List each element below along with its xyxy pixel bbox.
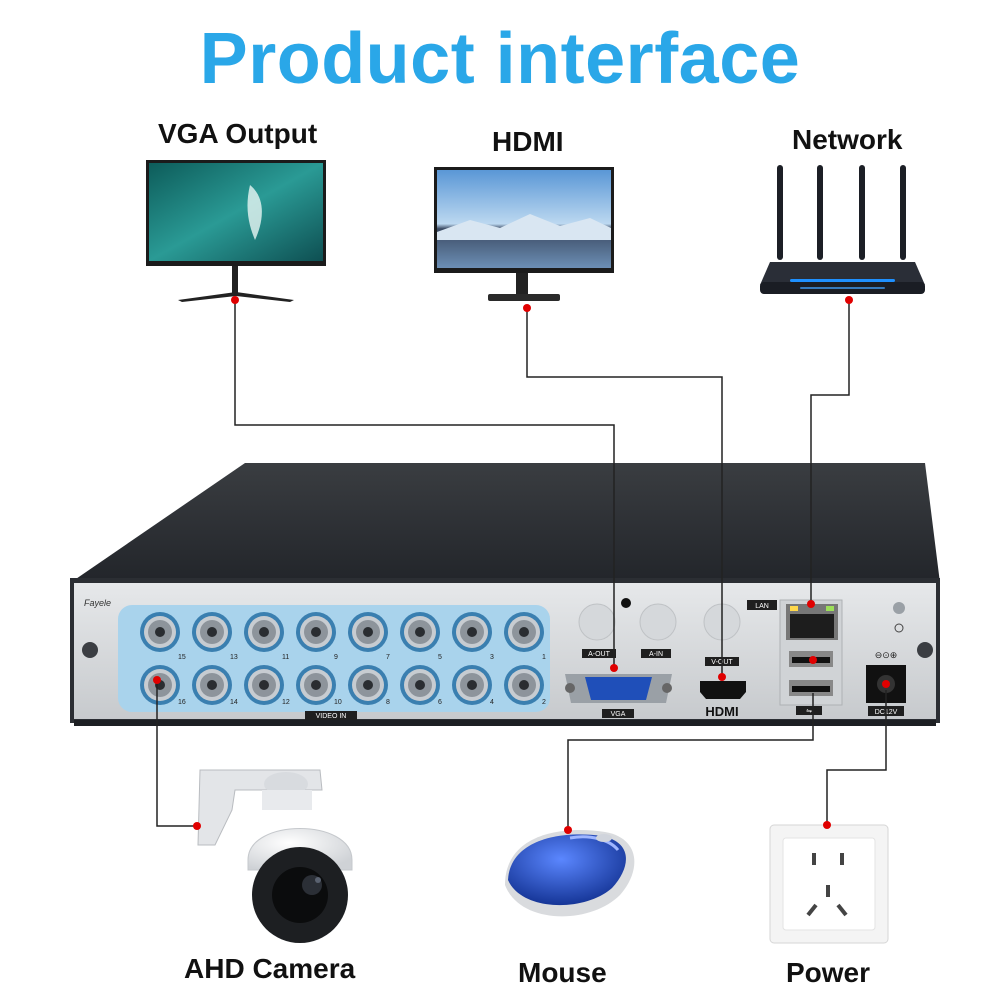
bnc-number-label: 14 (230, 699, 238, 706)
bnc-number-label: 11 (282, 654, 289, 661)
bnc-number-label: 12 (282, 699, 290, 706)
bnc-number-label: 2 (542, 699, 546, 706)
a-in-label: A-IN (649, 651, 663, 658)
page-title: Product interface (199, 19, 801, 99)
hdmi-cable-line (526, 308, 723, 677)
ahd-camera-icon (197, 769, 353, 943)
hdmi-logo: HDMI (705, 704, 738, 719)
connection-lines (156, 300, 887, 830)
bnc-number-label: 5 (438, 654, 442, 661)
bnc-number-label: 15 (178, 654, 186, 661)
bnc-connector-9[interactable] (296, 612, 336, 652)
bnc-top-numbers: 15 13 11 9 7 5 3 1 (178, 654, 546, 661)
bnc-number-label: 7 (386, 654, 390, 661)
usb-symbol-icon: ⇋ (806, 708, 812, 715)
bnc-number-label: 6 (438, 699, 442, 706)
hdmi-monitor-icon (434, 167, 614, 301)
power-socket-icon (769, 824, 889, 944)
lan-port-icon (786, 604, 838, 640)
label-network: Network (792, 124, 903, 155)
bnc-connector-2[interactable] (504, 665, 544, 705)
lan-cable-line (810, 300, 850, 604)
power-cable-line (826, 690, 887, 825)
bnc-connector-16[interactable] (140, 665, 180, 705)
vga-port-icon (565, 674, 672, 703)
bnc-connector-13[interactable] (192, 612, 232, 652)
label-vga-output: VGA Output (158, 118, 318, 149)
bnc-connector-8[interactable] (348, 665, 388, 705)
svg-text:⊖⊙⊕: ⊖⊙⊕ (875, 650, 898, 660)
bnc-number-label: 16 (178, 699, 186, 706)
router-icon (760, 165, 925, 294)
mouse-icon (505, 830, 635, 917)
vga-label: VGA (611, 711, 626, 718)
bnc-connector-14[interactable] (192, 665, 232, 705)
mouse-cable-line (567, 693, 814, 830)
bnc-bottom-numbers: 16 14 12 10 8 6 4 2 (178, 699, 546, 706)
vga-cable-line (234, 300, 615, 668)
bnc-connector-7[interactable] (348, 612, 388, 652)
video-in-label: VIDEO IN (316, 713, 347, 720)
label-hdmi: HDMI (492, 126, 564, 157)
screw-icons (82, 602, 933, 658)
bnc-number-label: 13 (230, 654, 238, 661)
bnc-connector-6[interactable] (400, 665, 440, 705)
bnc-number-label: 4 (490, 699, 494, 706)
bnc-row-top (140, 612, 544, 652)
hdmi-port-icon (700, 681, 746, 699)
bnc-number-label: 1 (542, 654, 546, 661)
bnc-connector-3[interactable] (452, 612, 492, 652)
brand-label: Fayele (84, 598, 111, 608)
bnc-number-label: 10 (334, 699, 342, 706)
bnc-connector-15[interactable] (140, 612, 180, 652)
bnc-connector-1[interactable] (504, 612, 544, 652)
label-ahd-camera: AHD Camera (184, 953, 356, 984)
camera-cable-line (156, 680, 197, 827)
label-mouse: Mouse (518, 957, 607, 988)
a-out-label: A-OUT (588, 651, 611, 658)
bnc-connector-5[interactable] (400, 612, 440, 652)
bnc-number-label: 9 (334, 654, 338, 661)
label-power: Power (786, 957, 871, 988)
video-in-label-bg (305, 711, 357, 720)
bnc-connector-11[interactable] (244, 612, 284, 652)
bnc-connector-12[interactable] (244, 665, 284, 705)
bnc-connector-10[interactable] (296, 665, 336, 705)
lan-label: LAN (755, 603, 769, 610)
bnc-connector-4[interactable] (452, 665, 492, 705)
bnc-row-bottom (140, 665, 544, 705)
audio-ports (578, 598, 741, 641)
connector-dots (153, 296, 890, 834)
bnc-number-label: 8 (386, 699, 390, 706)
bnc-number-label: 3 (490, 654, 494, 661)
vga-monitor-icon (146, 160, 326, 302)
